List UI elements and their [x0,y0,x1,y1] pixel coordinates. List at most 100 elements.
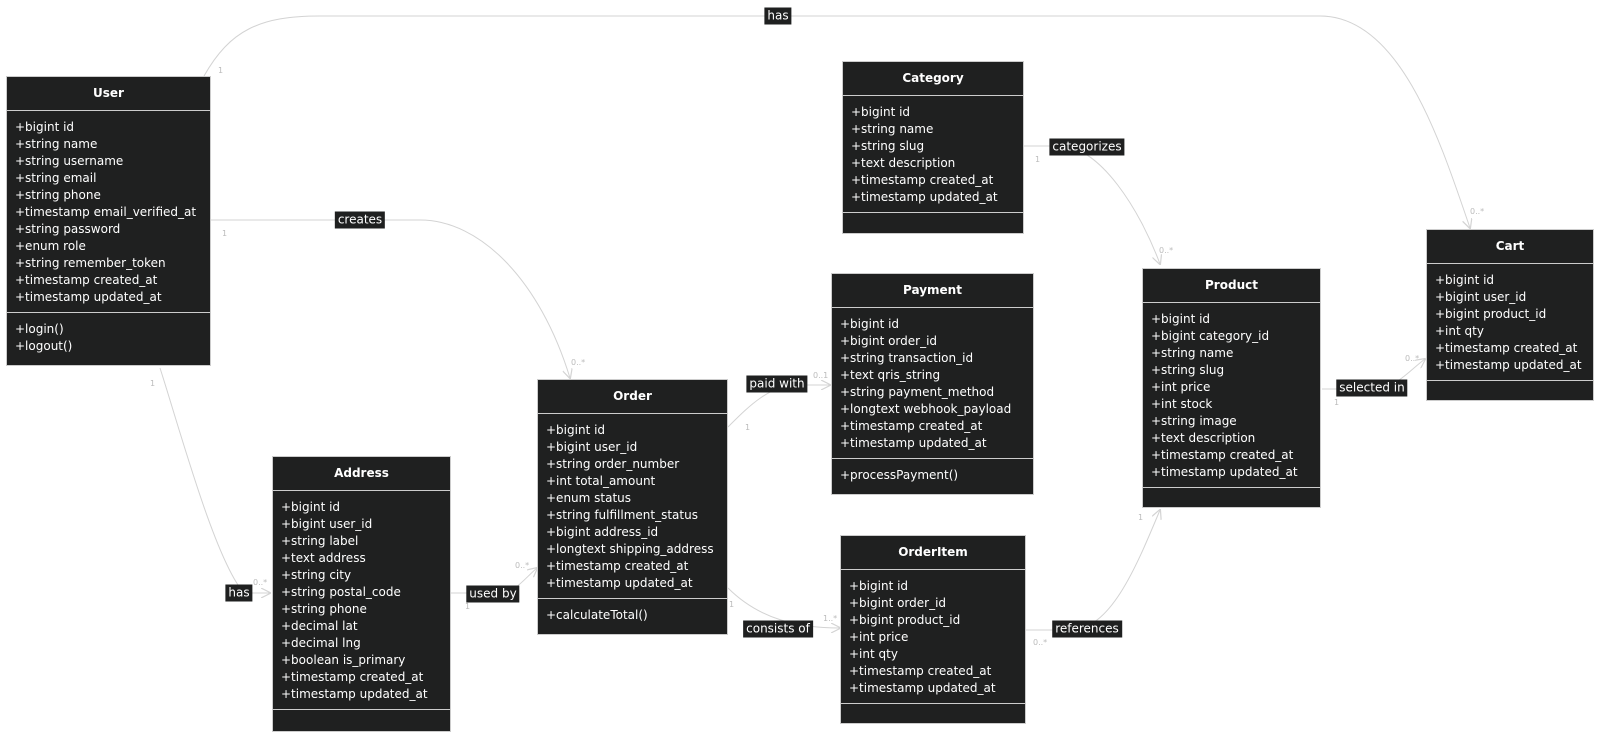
attribute: +timestamp updated_at [546,576,693,590]
attribute: +bigint id [849,579,909,593]
cardinality-product-cart-to: 0..* [1405,354,1420,363]
attribute: +timestamp created_at [851,173,994,187]
cardinality-order-orderitem-to: 1..* [823,614,838,623]
attribute: +timestamp created_at [840,419,983,433]
class-cart[interactable]: Cart +bigint id +bigint user_id +bigint … [1426,229,1594,401]
cardinality-user-cart-to: 0..* [1470,207,1485,216]
edge-label-order-paidwith-payment: paid with [746,375,808,393]
edge-category-categorizes-product [1024,145,1160,264]
cardinality-order-orderitem-from: 1 [729,600,735,609]
attribute: +timestamp updated_at [1435,358,1582,372]
class-category-methods [843,213,1023,227]
attribute: +decimal lat [281,619,358,633]
class-orderitem-attributes: +bigint id +bigint order_id +bigint prod… [841,570,1025,704]
attribute: +string transaction_id [840,351,974,365]
cardinality-user-order-from: 1 [222,229,228,238]
method: +processPayment() [840,468,959,482]
edge-orderitem-references-product [1026,510,1160,631]
edge-label-order-consistsof-orderitem: consists of [743,620,813,638]
attribute: +string city [281,568,352,582]
attribute: +timestamp created_at [15,273,158,287]
attribute: +int qty [1435,324,1484,338]
attribute: +timestamp updated_at [840,436,987,450]
attribute: +int qty [849,647,898,661]
attribute: +bigint id [1151,312,1211,326]
cardinality-order-payment-from: 1 [745,423,751,432]
class-address-attributes: +bigint id +bigint user_id +string label… [273,491,450,710]
class-product-attributes: +bigint id +bigint category_id +string n… [1143,303,1320,488]
cardinality-order-payment-to: 0..1 [813,371,829,380]
class-user-title: User [7,77,210,111]
attribute: +string order_number [546,457,680,471]
method: +login() [15,322,64,336]
attribute: +timestamp updated_at [281,687,428,701]
attribute: +enum role [15,239,86,253]
attribute: +timestamp created_at [849,664,992,678]
attribute: +string fulfillment_status [546,508,698,522]
class-order-title: Order [538,380,727,414]
class-payment[interactable]: Payment +bigint id +bigint order_id +str… [831,273,1034,495]
attribute: +string email [15,171,97,185]
attribute: +bigint product_id [849,613,961,627]
attribute: +string username [15,154,124,168]
edge-label-user-creates-order: creates [334,211,386,229]
attribute: +timestamp updated_at [15,290,162,304]
attribute: +string remember_token [15,256,166,270]
class-payment-attributes: +bigint id +bigint order_id +string tran… [832,308,1033,459]
edge-user-has-cart [203,15,1470,228]
class-user[interactable]: User +bigint id +string name +string use… [6,76,211,366]
class-orderitem-title: OrderItem [841,536,1025,570]
attribute: +timestamp updated_at [849,681,996,695]
cardinality-user-address-to: 0..* [253,578,268,587]
attribute: +bigint id [1435,273,1495,287]
attribute: +int total_amount [546,474,656,488]
attribute: +timestamp email_verified_at [15,205,197,219]
attribute: +decimal lng [281,636,361,650]
class-order[interactable]: Order +bigint id +bigint user_id +string… [537,379,728,635]
cardinality-category-product-from: 1 [1035,155,1041,164]
attribute: +string slug [851,139,925,153]
cardinality-category-product-to: 0..* [1159,246,1174,255]
attribute: +string name [15,137,98,151]
attribute: +int stock [1151,397,1213,411]
attribute: +bigint id [840,317,900,331]
attribute: +bigint address_id [546,525,659,539]
class-category-attributes: +bigint id +string name +string slug +te… [843,96,1023,213]
class-orderitem[interactable]: OrderItem +bigint id +bigint order_id +b… [840,535,1026,724]
attribute: +string password [15,222,121,236]
edge-user-has-address [159,367,270,593]
attribute: +bigint id [546,423,606,437]
class-category[interactable]: Category +bigint id +string name +string… [842,61,1024,234]
cardinality-orderitem-product-from: 0..* [1033,638,1048,647]
class-order-attributes: +bigint id +bigint user_id +string order… [538,414,727,599]
attribute: +int price [1151,380,1211,394]
class-payment-methods: +processPayment() [832,459,1033,490]
attribute: +timestamp created_at [1435,341,1578,355]
class-user-attributes: +bigint id +string name +string username… [7,111,210,313]
attribute: +int price [849,630,909,644]
class-address[interactable]: Address +bigint id +bigint user_id +stri… [272,456,451,732]
class-payment-title: Payment [832,274,1033,308]
attribute: +text address [281,551,366,565]
edge-label-category-categorizes-product: categorizes [1049,138,1125,156]
class-address-title: Address [273,457,450,491]
attribute: +bigint order_id [849,596,947,610]
attribute: +timestamp created_at [281,670,424,684]
edge-label-orderitem-references-product: references [1052,620,1122,638]
attribute: +bigint product_id [1435,307,1547,321]
attribute: +bigint user_id [281,517,373,531]
attribute: +longtext webhook_payload [840,402,1012,416]
cardinality-user-cart-from: 1 [218,66,224,75]
cardinality-user-address-from: 1 [150,379,156,388]
attribute: +string name [1151,346,1234,360]
class-product[interactable]: Product +bigint id +bigint category_id +… [1142,268,1321,508]
attribute: +bigint user_id [546,440,638,454]
class-cart-title: Cart [1427,230,1593,264]
class-address-methods [273,710,450,724]
class-product-methods [1143,488,1320,502]
edge-label-user-has-cart: has [764,7,792,25]
class-cart-methods [1427,381,1593,395]
edge-label-address-usedby-order: used by [466,585,520,603]
attribute: +bigint id [281,500,341,514]
cardinality-address-order-to: 0..* [515,561,530,570]
